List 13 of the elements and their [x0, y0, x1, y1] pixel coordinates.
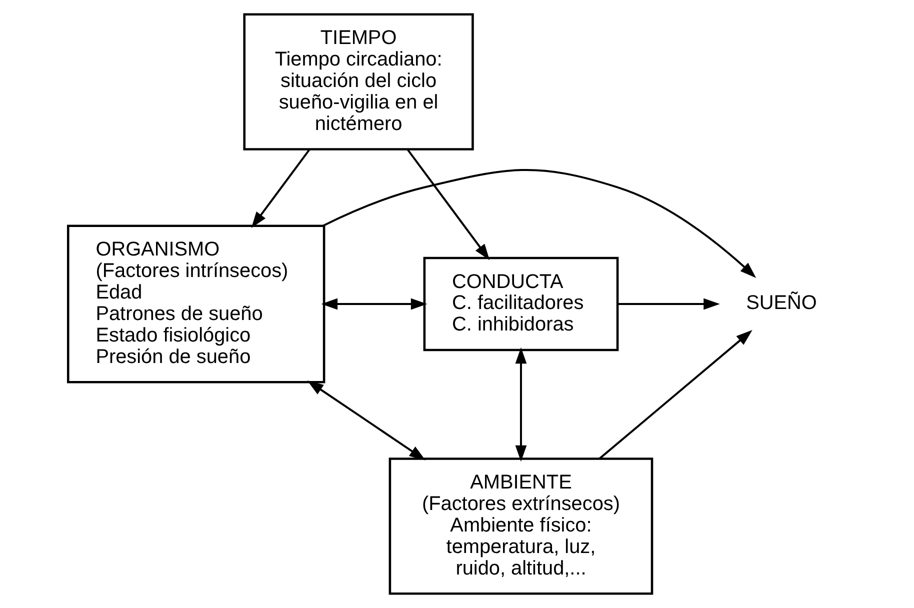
- node-box: ORGANISMO (Factores intrínsecos) Edad Patrones de sueño Estado fisiológico Presión de sueño: [66, 224, 326, 384]
- arrow: [618, 298, 720, 310]
- node-box: CONDUCTA C. facilitadores C. inhibidoras: [423, 256, 619, 352]
- arrow: [406, 149, 490, 260]
- arrow: [307, 380, 426, 460]
- arrow: [321, 298, 428, 310]
- node-text: SUEÑO: [746, 292, 817, 314]
- arrow: [598, 330, 752, 460]
- arrow: [322, 169, 756, 278]
- arrow: [515, 347, 527, 462]
- arrow: [251, 149, 310, 228]
- node-box: AMBIENTE (Factores extrínsecos) Ambiente físico: temperatura, luz, ruido, altitud,...: [388, 458, 654, 595]
- node-box: TIEMPO Tiempo circadiano: situación del ciclo sueño-vigilia en el nictémero: [243, 13, 474, 150]
